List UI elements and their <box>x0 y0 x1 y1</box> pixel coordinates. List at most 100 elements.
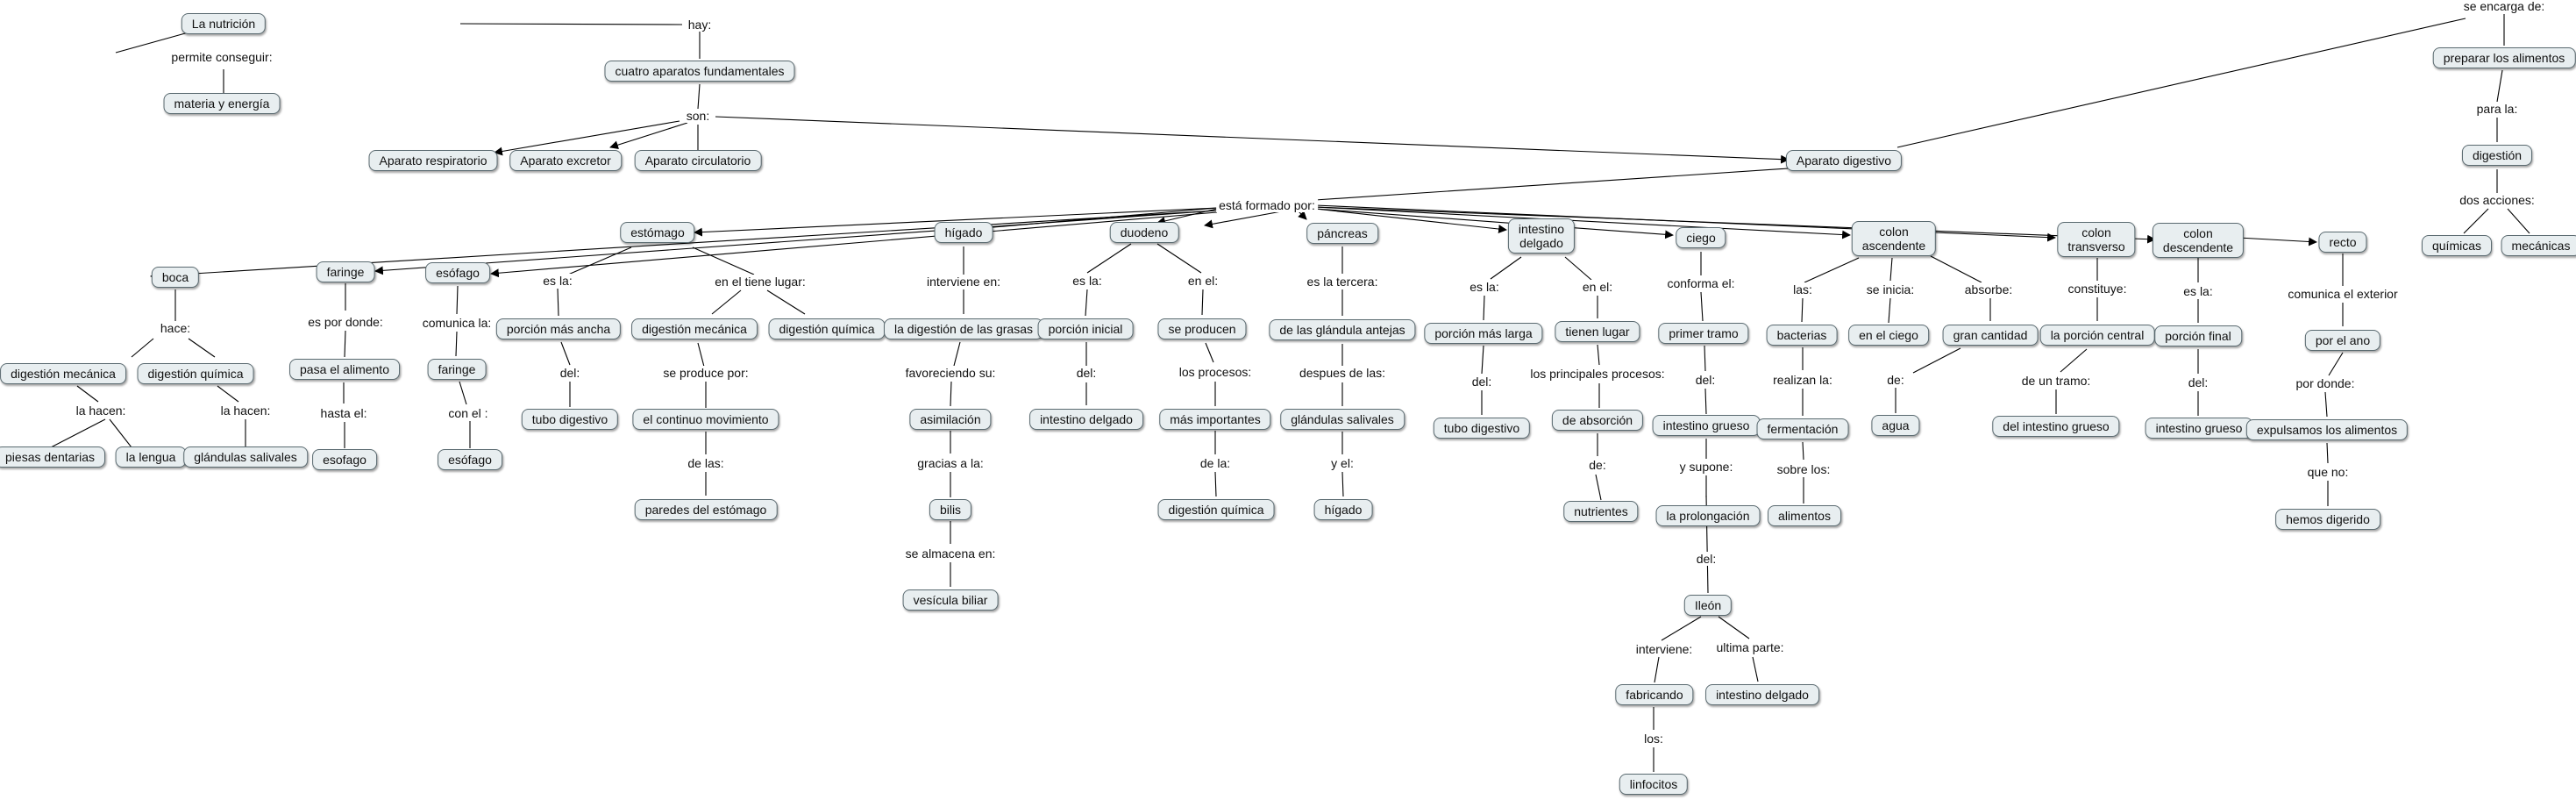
node-hemos-digerido[interactable]: hemos digerido <box>2275 509 2380 530</box>
node-cuatro-aparatos[interactable]: cuatro aparatos fundamentales <box>604 61 795 82</box>
connector-line <box>1595 474 1602 501</box>
connector-arrow <box>150 210 1218 281</box>
node-pancreas[interactable]: páncreas <box>1306 223 1378 244</box>
node-linfocitos[interactable]: linfocitos <box>1619 774 1689 795</box>
link-y-el: y el: <box>1328 456 1356 470</box>
link-la-hacen-1: la hacen: <box>73 404 129 418</box>
node-ileon[interactable]: Ileón <box>1683 595 1733 616</box>
node-por-el-ano[interactable]: por el ano <box>2304 330 2381 351</box>
connector-line <box>1700 291 1704 322</box>
node-digestion-grasas[interactable]: la digestión de las grasas <box>884 318 1043 339</box>
node-recto[interactable]: recto <box>2318 232 2367 253</box>
node-gran-cantidad[interactable]: gran cantidad <box>1942 325 2039 346</box>
node-porcion-mas-larga[interactable]: porción más larga <box>1424 323 1543 344</box>
node-aparato-excretor[interactable]: Aparato excretor <box>509 150 622 171</box>
connector-line <box>1896 18 2466 148</box>
connector-line <box>766 289 806 315</box>
node-porcion-central[interactable]: la porción central <box>2039 325 2155 346</box>
link-en-el-tiene-lugar: en el tiene lugar: <box>712 275 808 289</box>
connector-arrow <box>694 207 1218 237</box>
node-ciego[interactable]: ciego <box>1676 227 1726 248</box>
node-colon-descendente[interactable]: colon descendente <box>2152 223 2245 258</box>
node-tubo-digestivo-2[interactable]: tubo digestivo <box>1433 418 1531 439</box>
node-aparato-circulatorio[interactable]: Aparato circulatorio <box>634 150 762 171</box>
connector-arrow <box>1314 208 1674 239</box>
node-estomago[interactable]: estómago <box>620 222 695 243</box>
node-intestino-delgado-3[interactable]: intestino delgado <box>1705 684 1819 705</box>
node-colon-ascendente[interactable]: colon ascendente <box>1851 221 1937 256</box>
node-duodeno[interactable]: duodeno <box>1109 222 1179 243</box>
node-digestion-mecanica-boca[interactable]: digestión mecánica <box>0 363 126 384</box>
link-ultima-parte: ultima parte: <box>1713 640 1787 654</box>
node-digestion-mecanica-estomago[interactable]: digestión mecánica <box>631 318 758 339</box>
node-aparato-respiratorio[interactable]: Aparato respiratorio <box>368 150 498 171</box>
link-sobre-los: sobre los: <box>1774 462 1833 476</box>
node-digestion[interactable]: digestión <box>2461 145 2533 166</box>
node-esofago[interactable]: esófago <box>425 262 490 283</box>
connector-line <box>1804 257 1860 283</box>
connector-line <box>1802 441 1804 461</box>
node-mas-importantes[interactable]: más importantes <box>1159 409 1271 430</box>
connector-line <box>456 285 459 315</box>
node-bacterias[interactable]: bacterias <box>1766 325 1838 346</box>
node-fermentacion[interactable]: fermentación <box>1756 418 1849 439</box>
node-continuo-movimiento[interactable]: el continuo movimiento <box>632 409 779 430</box>
node-bilis[interactable]: bilis <box>929 499 972 520</box>
node-tienen-lugar[interactable]: tienen lugar <box>1555 321 1640 342</box>
node-faringe-2[interactable]: faringe <box>427 359 487 380</box>
node-del-intestino-grueso[interactable]: del intestino grueso <box>1992 416 2120 437</box>
node-se-producen[interactable]: se producen <box>1157 318 1247 339</box>
node-quimicas[interactable]: químicas <box>2421 235 2493 256</box>
node-en-el-ciego[interactable]: en el ciego <box>1848 325 1929 346</box>
node-esofago-2[interactable]: esófago <box>438 449 502 470</box>
node-vesicula-biliar[interactable]: vesícula biliar <box>902 589 999 611</box>
node-colon-transverso[interactable]: colon transverso <box>2057 222 2136 257</box>
node-intestino-grueso-1[interactable]: intestino grueso <box>1652 415 1761 436</box>
node-digestion-quimica-duodeno[interactable]: digestión química <box>1157 499 1275 520</box>
node-nutrientes[interactable]: nutrientes <box>1563 501 1639 522</box>
link-los: los: <box>1641 732 1666 746</box>
node-nutricion[interactable]: La nutrición <box>181 13 267 34</box>
node-porcion-final[interactable]: porción final <box>2154 325 2242 346</box>
node-pasa-alimento[interactable]: pasa el alimento <box>289 359 400 380</box>
node-porcion-inicial[interactable]: porción inicial <box>1037 318 1134 339</box>
node-alimentos[interactable]: alimentos <box>1768 505 1841 526</box>
node-intestino-grueso-3[interactable]: intestino grueso <box>2145 418 2253 439</box>
connector-line <box>1490 256 1522 280</box>
connector-line <box>1801 297 1804 323</box>
link-conforma-el: conforma el: <box>1664 276 1738 290</box>
node-de-absorcion[interactable]: de absorción <box>1551 410 1644 431</box>
node-higado[interactable]: hígado <box>934 222 993 243</box>
node-agua[interactable]: agua <box>1871 415 1920 436</box>
node-intestino-delgado-1[interactable]: intestino delgado <box>1029 409 1143 430</box>
node-tubo-digestivo-1[interactable]: tubo digestivo <box>521 409 619 430</box>
node-glandula-antejas[interactable]: de las glándula antejas <box>1269 319 1416 340</box>
node-mecanicas[interactable]: mecánicas <box>2501 235 2576 256</box>
node-prolongacion[interactable]: la prolongación <box>1655 505 1761 526</box>
node-materia-energia[interactable]: materia y energía <box>163 93 281 114</box>
connector-line <box>1201 289 1204 316</box>
node-faringe[interactable]: faringe <box>316 261 375 282</box>
node-higado-2[interactable]: hígado <box>1313 499 1373 520</box>
node-piesas-dentarias[interactable]: piesas dentarias <box>0 446 105 468</box>
node-aparato-digestivo[interactable]: Aparato digestivo <box>1785 150 1903 171</box>
node-asimilacion[interactable]: asimilación <box>909 409 992 430</box>
node-expulsamos-alimentos[interactable]: expulsamos los alimentos <box>2245 419 2409 440</box>
node-digestion-quimica-estomago[interactable]: digestión química <box>768 318 886 339</box>
node-boca[interactable]: boca <box>151 267 200 288</box>
node-esofago-destino[interactable]: esofago <box>312 449 377 470</box>
node-intestino-delgado[interactable]: intestino delgado <box>1507 218 1576 254</box>
node-glandulas-salivales-2[interactable]: glándulas salivales <box>1280 409 1405 430</box>
connector-line <box>1481 345 1484 375</box>
node-lengua[interactable]: la lengua <box>115 446 187 468</box>
node-paredes-estomago[interactable]: paredes del estómago <box>634 499 778 520</box>
node-preparar-alimentos[interactable]: preparar los alimentos <box>2432 47 2576 68</box>
connector-line <box>1752 656 1759 682</box>
node-fabricando[interactable]: fabricando <box>1615 684 1694 705</box>
link-se-produce-por: se produce por: <box>660 366 751 380</box>
node-porcion-mas-ancha[interactable]: porción más ancha <box>495 318 622 339</box>
node-digestion-quimica-boca[interactable]: digestión química <box>137 363 254 384</box>
node-glandulas-salivales-boca[interactable]: glándulas salivales <box>183 446 308 468</box>
node-primer-tramo[interactable]: primer tramo <box>1658 323 1749 344</box>
